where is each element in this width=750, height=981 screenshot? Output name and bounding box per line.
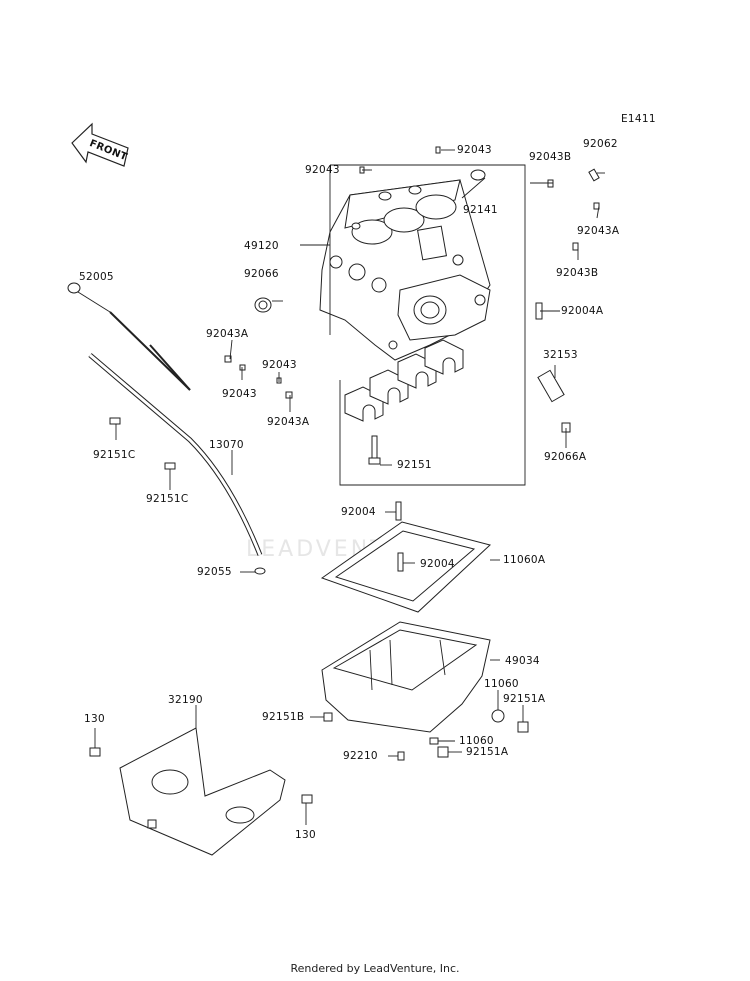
label-92043B-right: 92043B	[556, 267, 598, 279]
label-92043A-right: 92043A	[577, 225, 620, 237]
bearing-caps	[344, 339, 464, 422]
label-92004-a: 92004	[341, 506, 376, 518]
leader-lines	[94, 149, 605, 825]
oil-pan-49034	[321, 621, 491, 733]
label-11060-b: 11060	[459, 735, 494, 747]
part-labels: 92043 92043 92043B 92062 92141 49120 920…	[79, 138, 620, 841]
dipstick-52005	[67, 282, 191, 391]
plug-92062	[588, 168, 600, 182]
bolt-92151C-b	[164, 462, 176, 470]
label-11060-a: 11060	[484, 678, 519, 690]
label-92066A: 92066A	[544, 451, 587, 463]
pipe-32153	[537, 369, 565, 403]
dowel-92043B-top	[547, 179, 554, 188]
label-32190: 32190	[168, 694, 203, 706]
label-52005: 52005	[79, 271, 114, 283]
label-92141: 92141	[463, 204, 498, 216]
label-130-a: 130	[84, 713, 105, 725]
bolt-130-a	[89, 747, 101, 757]
label-92210: 92210	[343, 750, 378, 762]
stud-92004-a	[395, 501, 402, 521]
front-arrow-icon: FRONT	[71, 122, 129, 167]
label-92043B-top: 92043B	[529, 151, 571, 163]
label-49120: 49120	[244, 240, 279, 252]
oil-tube-13070	[88, 353, 263, 556]
washer-11060-b	[429, 737, 439, 745]
label-92043A-lower: 92043A	[267, 416, 310, 428]
bolt-130-b	[301, 794, 313, 804]
gasket-11060A	[320, 521, 492, 613]
dowel-92043-mid	[239, 364, 246, 371]
bolt-92151B	[323, 712, 333, 722]
bolt-92210	[397, 751, 405, 761]
plug-92151A-a	[517, 721, 529, 733]
label-11060A: 11060A	[503, 554, 546, 566]
label-92043-top: 92043	[457, 144, 492, 156]
washer-11060-a	[491, 709, 505, 723]
dowel-92043A-lower	[285, 391, 293, 399]
dowel-92043A-left	[224, 355, 232, 363]
oring-92055	[254, 567, 266, 575]
label-92062: 92062	[583, 138, 618, 150]
dowel-92043B-right	[572, 242, 579, 251]
dowel-92043-top	[435, 146, 441, 154]
diagram-code: E1411	[621, 113, 656, 125]
cylinder-block	[319, 179, 491, 361]
label-92004-b: 92004	[420, 558, 455, 570]
label-92004A: 92004A	[561, 305, 604, 317]
label-92043-lower: 92043	[222, 388, 257, 400]
label-92043-left: 92043	[305, 164, 340, 176]
label-92043A-left: 92043A	[206, 328, 249, 340]
bolt-92151C-a	[109, 417, 121, 425]
seal-92141	[470, 169, 486, 181]
label-92066: 92066	[244, 268, 279, 280]
label-130-b: 130	[295, 829, 316, 841]
label-92151A-b: 92151A	[466, 746, 509, 758]
label-13070: 13070	[209, 439, 244, 451]
footer-credit: Rendered by LeadVenture, Inc.	[290, 962, 460, 975]
plug-92151A-b	[437, 746, 449, 758]
label-92151C-a: 92151C	[93, 449, 136, 461]
label-92151A-a: 92151A	[503, 693, 546, 705]
label-92055: 92055	[197, 566, 232, 578]
label-92151: 92151	[397, 459, 432, 471]
stud-92004-b	[397, 552, 404, 572]
label-92151C-b: 92151C	[146, 493, 189, 505]
label-92151B: 92151B	[262, 711, 304, 723]
label-32153: 32153	[543, 349, 578, 361]
skid-plate-32190	[119, 727, 286, 856]
label-49034: 49034	[505, 655, 540, 667]
label-92043-mid: 92043	[262, 359, 297, 371]
